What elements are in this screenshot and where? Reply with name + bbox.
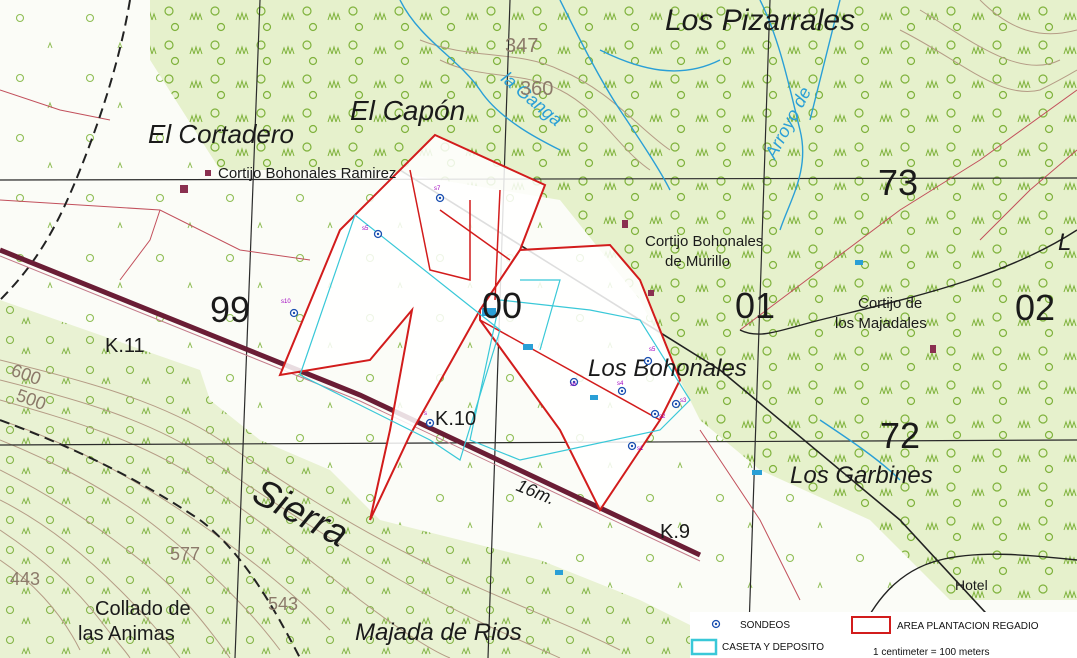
elev-360: 360: [520, 78, 553, 100]
legend: SONDEOS AREA PLANTACION REGADIO CASETA Y…: [690, 612, 1077, 658]
elev-543: 543: [268, 594, 298, 614]
sondeo-s5[interactable]: s5: [362, 226, 383, 239]
label-majada-de-rios: Majada de Rios: [355, 619, 522, 646]
label-el-capon: El Capón: [350, 95, 465, 126]
grid-label-72: 72: [880, 415, 920, 456]
sondeo-s10[interactable]: s10: [281, 299, 299, 318]
label-los-garbines: Los Garbines: [790, 462, 933, 489]
legend-plantation-label: AREA PLANTACION REGADIO: [897, 621, 1039, 632]
svg-text:s: s: [424, 411, 427, 417]
vegetation-area-north: [150, 0, 1077, 600]
svg-text:s2: s2: [659, 414, 666, 420]
sondeo-s2[interactable]: s2: [650, 409, 667, 421]
grid-label-73: 73: [878, 162, 918, 203]
tracks: [0, 89, 1077, 601]
label-k9: K.9: [660, 521, 690, 543]
label-los-majadales: los Majadales: [835, 315, 927, 332]
main-road-edge: [0, 255, 701, 562]
sondeo-s7[interactable]: s7: [434, 186, 445, 203]
main-road: [0, 247, 702, 558]
legend-sondeos-label: SONDEOS: [740, 620, 790, 631]
label-el-cortadero: El Cortadero: [148, 119, 294, 149]
svg-text:s10: s10: [281, 299, 291, 305]
clearing-northwest: [0, 60, 220, 240]
legend-background: [690, 612, 1077, 658]
sondeos-markers: s7 s5 s10 s5 s4 s6 s2 s3: [281, 186, 687, 452]
sondeo-s3[interactable]: s3: [671, 398, 688, 409]
grid-label-99: 99: [210, 289, 250, 330]
svg-text:s4: s4: [617, 381, 624, 387]
label-las-animas: las Animas: [78, 623, 175, 645]
vegetation-area-south: [0, 300, 720, 658]
svg-text:s6: s6: [570, 382, 577, 388]
label-collado-de: Collado de: [95, 598, 191, 620]
svg-text:s7: s7: [434, 186, 441, 192]
legend-plantation-swatch: [851, 616, 891, 634]
boundary-south: [0, 419, 301, 658]
elev-577: 577: [170, 544, 200, 564]
label-hotel: Hotel: [955, 577, 988, 593]
legend-caseta-label: CASETA Y DEPOSITO: [722, 642, 824, 653]
svg-text:s5: s5: [362, 226, 369, 232]
svg-text:s5: s5: [649, 347, 656, 353]
label-los-pizarrales: Los Pizarrales: [665, 4, 855, 37]
sondeo-s6[interactable]: s6: [569, 377, 579, 389]
label-cortijo-de: Cortijo de: [858, 295, 922, 312]
label-cortijo-bohonales-ramirez: Cortijo Bohonales Ramirez: [218, 165, 396, 182]
streams: [399, 0, 901, 481]
label-cortijo-bohonales: Cortijo Bohonales: [645, 233, 763, 250]
label-de-murillo: de Murillo: [665, 253, 730, 270]
legend-caseta-swatch: [690, 638, 718, 656]
label-edge-l: L: [1058, 229, 1071, 256]
grid-label-02: 02: [1015, 287, 1055, 328]
road-east: [739, 229, 1077, 335]
plantation-subdivisions: [409, 169, 661, 421]
sondeo-s4[interactable]: s4: [617, 381, 627, 396]
elev-443: 443: [10, 569, 40, 589]
elev-347: 347: [505, 35, 538, 57]
buildings: [482, 260, 863, 575]
legend-sondeos-symbol: [711, 619, 721, 629]
svg-text:s1: s1: [637, 446, 644, 452]
sondeo-k10[interactable]: s: [424, 411, 435, 428]
cortijo-buildings: [180, 170, 936, 353]
svg-text:s3: s3: [680, 398, 687, 404]
grid-label-01: 01: [735, 285, 775, 326]
legend-scale-label: 1 centimeter = 100 meters: [873, 647, 989, 658]
label-los-bohonales: Los Bohonales: [588, 355, 747, 382]
sondeo-s5b[interactable]: s5: [643, 347, 657, 366]
label-k10: K.10: [435, 408, 476, 430]
caseta-deposito-outline: [299, 214, 691, 461]
grid-label-00: 00: [482, 285, 522, 326]
sondeo-s1[interactable]: s1: [627, 441, 645, 453]
label-k11: K.11: [105, 335, 145, 357]
